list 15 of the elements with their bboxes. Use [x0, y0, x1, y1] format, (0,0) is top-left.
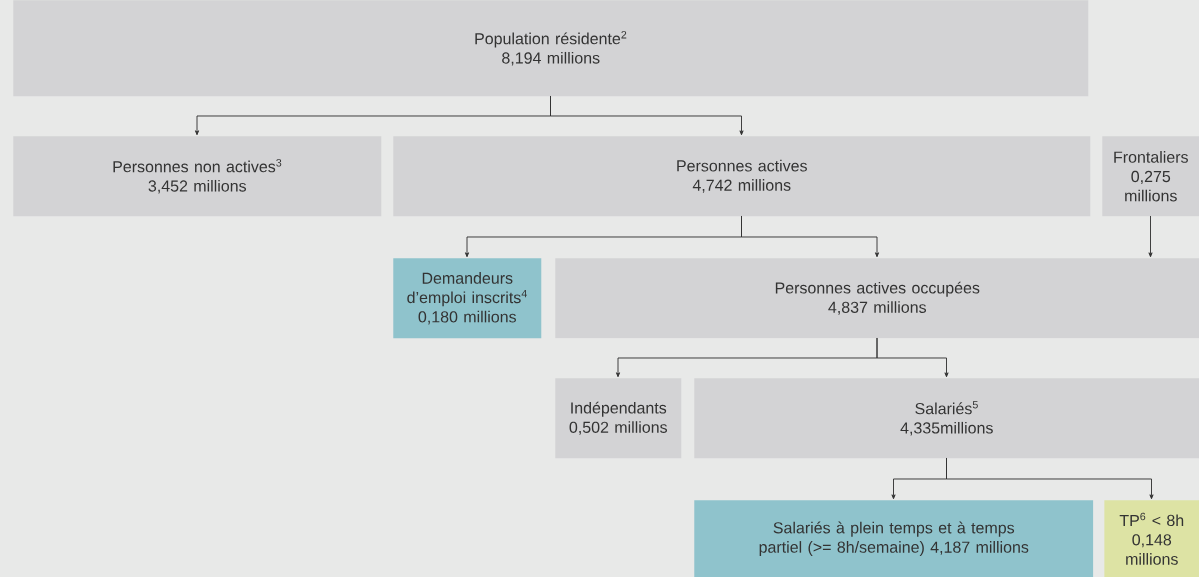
box: Salariés$^{5}$ 4,335millions	[694, 378, 1199, 459]
box: Personnes actives 4,742 millions	[393, 136, 1091, 217]
box: TP$^{6}$ < 8h 0,148 millions	[1104, 500, 1199, 577]
arrow	[946, 457, 1154, 500]
box: Indépendants 0,502 millions	[555, 378, 682, 459]
box: Demandeurs d’emploi inscrits$^{4}$ 0,180 millions	[393, 258, 542, 339]
arrow	[741, 215, 880, 258]
box: Salariés à plein temps et à temps partiel (>= 8h/semaine) 4,187 millions	[694, 500, 1094, 577]
box: Frontaliers 0,275 millions	[1102, 136, 1199, 217]
arrow	[550, 95, 744, 136]
box: Personnes non actives$^{3}$ 3,452 millions	[13, 136, 382, 217]
arrow	[1148, 215, 1153, 258]
box: Population résidente$^{2}$ 8,194 millions	[13, 0, 1089, 97]
box: Personnes actives occupées 4,837 millions	[555, 258, 1199, 339]
arrow	[876, 337, 949, 378]
